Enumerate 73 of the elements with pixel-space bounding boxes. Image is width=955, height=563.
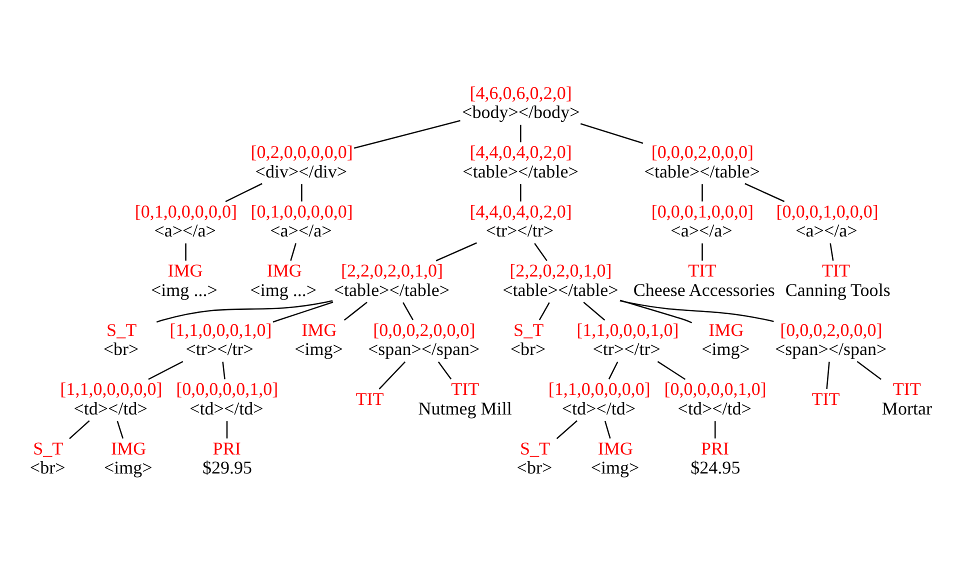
connector (538, 302, 550, 320)
connector (714, 421, 716, 438)
connector (225, 183, 262, 202)
node-text: TIT (356, 388, 384, 409)
connector (580, 123, 644, 144)
connector (744, 183, 785, 202)
node-text: [0,0,0,1,0,0,0] <a></a> (651, 201, 754, 241)
connector (620, 300, 774, 322)
connector (185, 243, 186, 261)
node-text: [0,0,0,1,0,0,0] <a></a> (776, 201, 878, 241)
node-text: IMG <img> (294, 320, 343, 360)
connector (290, 243, 296, 261)
node-text: [1,1,0,0,0,0,0] <td></td> (60, 379, 162, 418)
connector (583, 302, 606, 321)
node-text: IMG <img> (702, 320, 750, 360)
node-text: [4,4,0,4,0,2,0] <tr></tr> (470, 201, 572, 241)
connector (520, 124, 522, 142)
connector (438, 361, 452, 380)
connector (604, 420, 611, 439)
connector (222, 362, 226, 380)
node-text: TIT Nutmeg Mill (418, 379, 512, 418)
node-text: IMG <img ...> (250, 260, 317, 300)
connector (520, 184, 522, 202)
connector (556, 420, 578, 440)
connector (657, 361, 686, 380)
node-text: [2,2,0,2,0,1,0] <table></table> (502, 260, 618, 300)
node-text: [2,2,0,2,0,1,0] <table></table> (334, 260, 450, 300)
node-text: IMG <img> (104, 438, 152, 478)
node-text: S_T <br> (510, 320, 546, 360)
node-text: [0,0,0,2,0,0,0] <span></span> (368, 320, 480, 360)
connector (344, 302, 368, 321)
connector (856, 361, 882, 380)
node-text: S_T <br> (103, 320, 139, 360)
connector (156, 300, 333, 323)
node-text: IMG <img ...> (151, 260, 218, 300)
node-text: PRI $29.95 (202, 438, 252, 478)
node-text: S_T <br> (516, 438, 552, 478)
connector (69, 420, 90, 440)
node-text: [0,1,0,0,0,0,0] <a></a> (134, 201, 237, 241)
node-text: [1,1,0,0,0,1,0] <tr></tr> (576, 320, 679, 360)
connector (116, 420, 124, 439)
connector (826, 362, 830, 390)
node-text: [1,1,0,0,0,0,0] <td></td> (548, 379, 650, 418)
node-text: [0,0,0,2,0,0,0] <table></table> (644, 142, 760, 182)
connector (354, 120, 460, 149)
connector (402, 302, 414, 320)
node-text: S_T <br> (30, 438, 66, 478)
node-text: TIT Mortar (882, 379, 932, 418)
node-text: TIT Canning Tools (785, 260, 890, 300)
connector (301, 184, 302, 202)
node-text: [4,4,0,4,0,2,0] <table></table> (462, 142, 578, 182)
node-text: IMG <img> (590, 438, 640, 478)
node-text: TIT (812, 388, 840, 409)
connector (378, 361, 406, 390)
connector (534, 243, 548, 262)
connector (226, 421, 228, 438)
node-text: PRI $24.95 (690, 438, 740, 478)
connector (148, 360, 184, 380)
connector (702, 243, 703, 261)
node-text: TIT Cheese Accessories (633, 260, 775, 300)
node-text: [0,0,0,0,0,1,0] <td></td> (664, 379, 766, 418)
node-text: [0,0,0,0,0,1,0] <td></td> (176, 379, 278, 418)
connector (608, 362, 618, 380)
connector (436, 242, 477, 262)
node-text: [0,0,0,2,0,0,0] <span></span> (775, 320, 887, 360)
node-text: [4,6,0,6,0,2,0] <body></body> (462, 82, 580, 122)
node-text: [1,1,0,0,0,1,0] <tr></tr> (170, 320, 272, 360)
node-text: [0,1,0,0,0,0,0] <a></a> (250, 201, 353, 241)
node-text: [0,2,0,0,0,0,0] <div></div> (250, 142, 353, 182)
connector (272, 302, 334, 323)
connector (620, 300, 692, 324)
connector (830, 243, 834, 261)
connector (702, 184, 703, 202)
